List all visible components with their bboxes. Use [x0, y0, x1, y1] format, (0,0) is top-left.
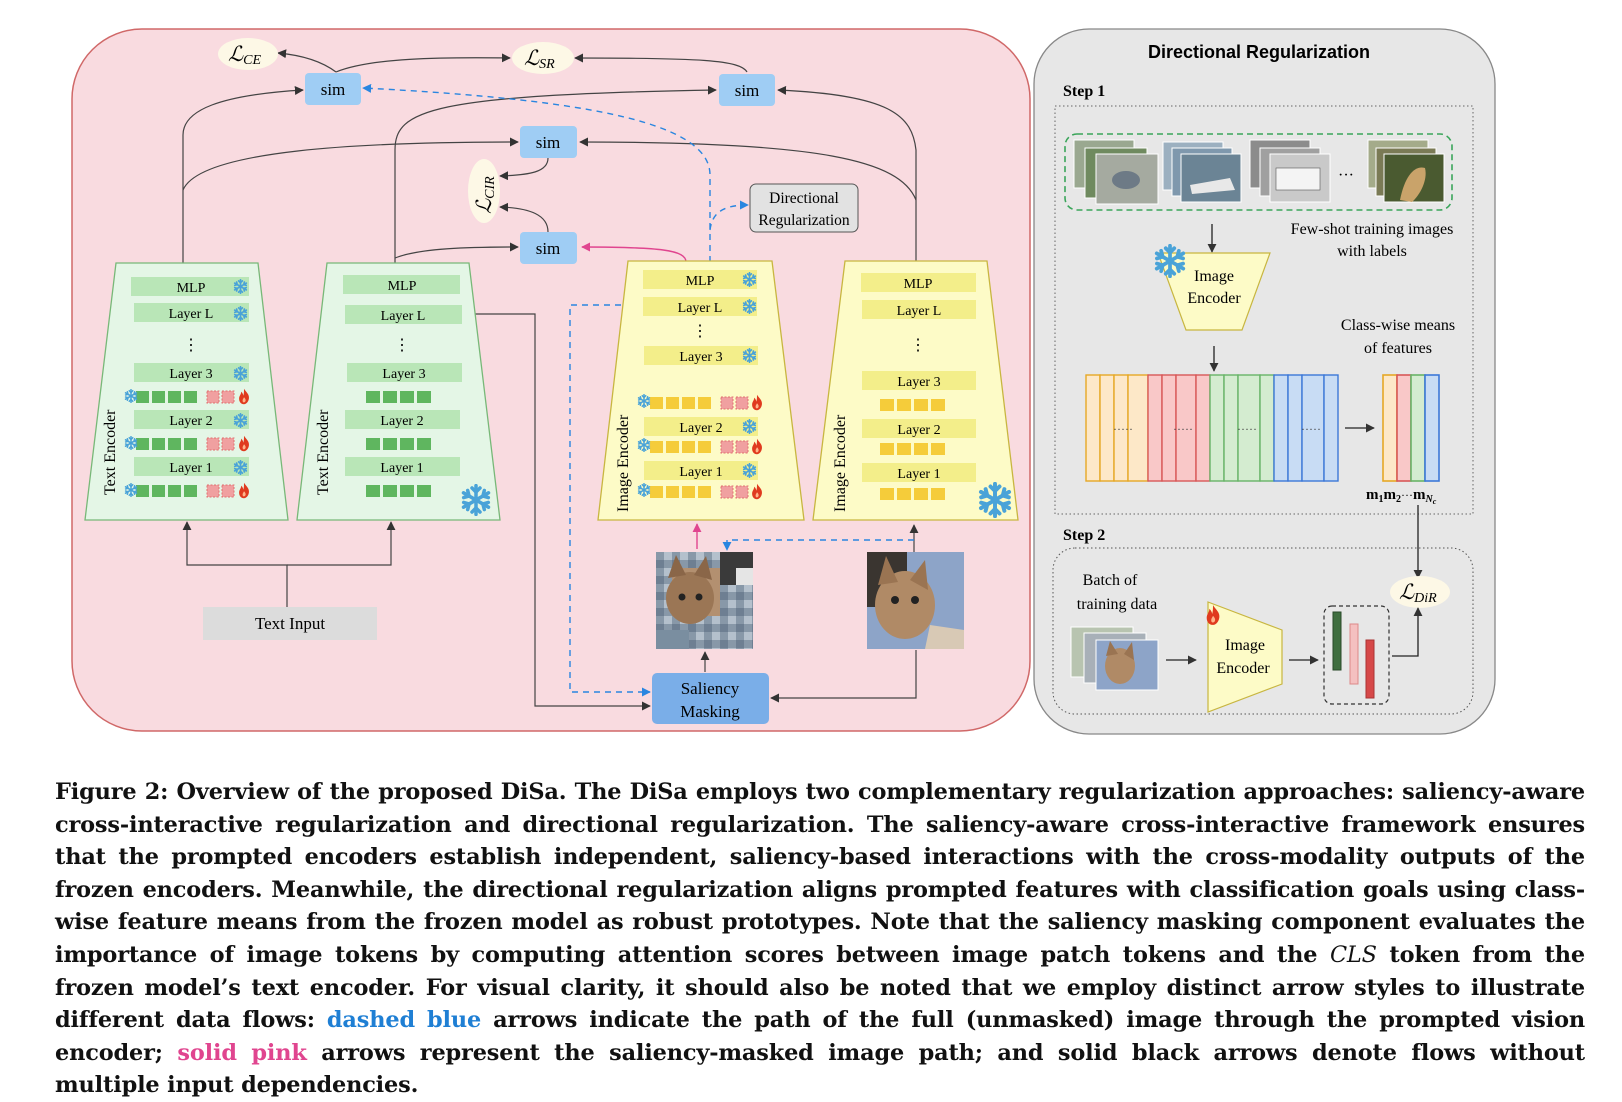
svg-text:⋮: ⋮ [394, 337, 410, 354]
svg-text:ℒDiR: ℒDiR [1399, 580, 1437, 606]
svg-text:Layer L: Layer L [897, 304, 942, 319]
svg-text:sim: sim [536, 239, 561, 258]
svg-text:Directional: Directional [769, 190, 839, 207]
image-encoder-frozen-small: Image Encoder [1154, 244, 1271, 331]
few-shot-caption-line2: with labels [1337, 243, 1407, 260]
loss-ce: ℒCE [218, 38, 278, 70]
text-input-box: Text Input [203, 607, 377, 640]
svg-text:·····: ····· [1113, 422, 1133, 436]
svg-text:Encoder: Encoder [1216, 660, 1270, 677]
svg-text:Layer L: Layer L [381, 309, 426, 324]
svg-text:Layer 1: Layer 1 [679, 465, 722, 480]
svg-text:sim: sim [321, 80, 346, 99]
image-encoder-trainable-small: Image Encoder [1206, 601, 1283, 713]
right-panel-title: Directional Regularization [1148, 42, 1370, 62]
svg-text:Saliency: Saliency [681, 679, 740, 698]
step2-box [1052, 547, 1474, 715]
solid-pink-arrows [581, 242, 702, 549]
step1-label: Step 1 [1063, 83, 1105, 100]
step1-box [1054, 105, 1474, 515]
svg-text:Layer 3: Layer 3 [897, 375, 940, 390]
batch-caption-line1: Batch of [1083, 572, 1138, 589]
svg-text:Text Encoder: Text Encoder [315, 409, 332, 495]
svg-text:Regularization: Regularization [758, 212, 849, 229]
svg-text:Layer 3: Layer 3 [169, 367, 212, 382]
svg-text:sim: sim [735, 81, 760, 100]
svg-text:Layer 3: Layer 3 [679, 350, 722, 365]
svg-text:Layer 1: Layer 1 [897, 467, 940, 482]
svg-text:⋮: ⋮ [183, 337, 199, 354]
svg-text:Layer 2: Layer 2 [897, 423, 940, 438]
svg-text:Text Input: Text Input [255, 614, 325, 633]
sim-box-top-left: sim [305, 73, 361, 105]
svg-text:Layer 2: Layer 2 [169, 414, 212, 429]
svg-text:Image Encoder: Image Encoder [832, 414, 849, 512]
dashed-blue-arrows [362, 83, 914, 697]
svg-text:Layer 1: Layer 1 [169, 461, 212, 476]
flow-arrows [182, 49, 919, 711]
svg-text:MLP: MLP [388, 279, 417, 294]
svg-text:Layer 2: Layer 2 [380, 414, 423, 429]
sim-box-top-right: sim [719, 74, 775, 106]
figure-diagram: ℒCE ℒSR ℒCIR sim sim sim sim Directional… [71, 28, 1496, 735]
batch-images [1070, 626, 1159, 691]
class-means-bars [1382, 374, 1440, 482]
text-encoder-frozen: Text Encoder MLP Layer L ⋮ Layer 3 Layer… [296, 262, 501, 521]
sim-box-bottom: sim [520, 232, 577, 264]
text-encoder-prompted: Text Encoder MLP Layer L ⋮ Layer 3 Layer… [84, 262, 289, 521]
class-feature-bars: ····· ····· ····· ····· [1085, 374, 1339, 482]
svg-text:Layer L: Layer L [169, 307, 214, 322]
image-encoder-prompted: Image Encoder MLP Layer L ⋮ Layer 3 Laye… [597, 260, 805, 521]
few-shot-caption-line1: Few-shot training images [1291, 221, 1454, 238]
few-shot-images: ··· [1064, 133, 1453, 211]
svg-text:Layer 1: Layer 1 [380, 461, 423, 476]
svg-text:ℒSR: ℒSR [524, 46, 555, 72]
svg-text:ℒCIR: ℒCIR [472, 176, 498, 214]
means-label: m1m2···mNc [1366, 487, 1437, 506]
loss-cir: ℒCIR [468, 159, 500, 223]
batch-caption-line2: training data [1077, 596, 1157, 613]
svg-text:MLP: MLP [686, 274, 715, 289]
svg-text:Layer L: Layer L [678, 301, 723, 316]
svg-text:Layer 3: Layer 3 [382, 367, 425, 382]
svg-text:Image: Image [1194, 268, 1234, 285]
class-means-caption-line1: Class-wise means [1341, 317, 1455, 334]
loss-dir: ℒDiR [1390, 576, 1450, 608]
svg-text:MLP: MLP [177, 281, 206, 296]
figure-caption: Figure 2: Overview of the proposed DiSa.… [55, 779, 1586, 1099]
directional-regularization-box: Directional Regularization [749, 183, 859, 233]
svg-text:MLP: MLP [904, 277, 933, 292]
loss-sr: ℒSR [512, 42, 574, 74]
svg-text:···: ··· [1338, 167, 1354, 184]
saliency-masking-box: Saliency Masking [652, 673, 769, 724]
svg-text:sim: sim [536, 133, 561, 152]
svg-text:⋮: ⋮ [910, 337, 926, 354]
svg-text:Masking: Masking [680, 702, 740, 721]
svg-text:Encoder: Encoder [1187, 290, 1241, 307]
sim-box-middle: sim [520, 126, 577, 158]
full-cat-image [867, 552, 964, 649]
batch-feature-bars [1323, 605, 1390, 705]
svg-text:·····: ····· [1301, 422, 1321, 436]
svg-text:·····: ····· [1237, 422, 1257, 436]
masked-cat-image [656, 552, 753, 649]
svg-text:Text Encoder: Text Encoder [102, 409, 119, 495]
svg-text:⋮: ⋮ [692, 323, 708, 340]
svg-text:Image: Image [1225, 637, 1265, 654]
class-means-caption-line2: of features [1364, 340, 1432, 357]
svg-text:Image Encoder: Image Encoder [615, 414, 632, 512]
svg-text:ℒCE: ℒCE [228, 42, 261, 68]
step2-label: Step 2 [1063, 527, 1105, 544]
svg-text:Layer 2: Layer 2 [679, 421, 722, 436]
svg-text:·····: ····· [1173, 422, 1193, 436]
image-encoder-frozen: Image Encoder MLP Layer L ⋮ Layer 3 Laye… [812, 260, 1019, 521]
